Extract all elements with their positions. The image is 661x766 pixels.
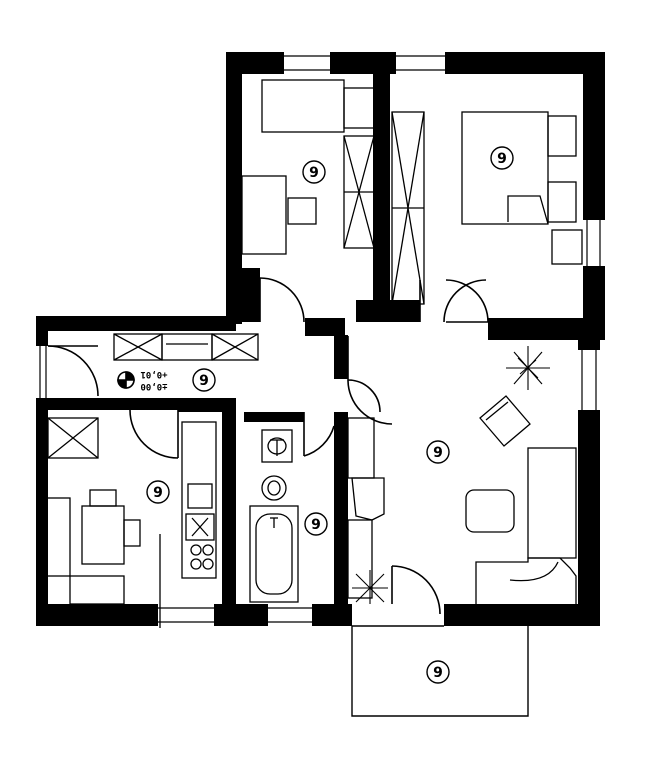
hallway-furniture [113, 333, 259, 361]
room-label-kitchen-dining: 9 [153, 485, 163, 501]
room-label-bathroom: 9 [311, 517, 321, 533]
level-label-bottom: +0,01 [140, 369, 167, 379]
room-labels: 9 9 9 9 9 9 9 [153, 151, 507, 681]
plant-icon [506, 346, 550, 390]
room-label-hallway: 9 [199, 373, 209, 389]
living-room-furniture [347, 346, 577, 607]
room-label-bedroom-2: 9 [497, 151, 507, 167]
walls [36, 52, 605, 626]
windows [39, 55, 601, 623]
bedroom-2-furniture [391, 111, 583, 305]
bedroom-1-furniture [241, 79, 375, 255]
level-labels: ±0,00 +0,01 [140, 369, 167, 391]
doors [47, 277, 489, 615]
balcony [351, 625, 529, 717]
room-label-bedroom-1: 9 [309, 165, 319, 181]
room-label-living-room: 9 [433, 445, 443, 461]
bathroom-fixtures [249, 429, 299, 603]
level-marker-icon [117, 371, 135, 389]
kitchen-furniture [45, 417, 217, 628]
plant-icon-2 [352, 570, 388, 604]
room-markers [146, 146, 514, 684]
level-label-top: ±0,00 [140, 381, 167, 391]
room-label-balcony: 9 [433, 665, 443, 681]
